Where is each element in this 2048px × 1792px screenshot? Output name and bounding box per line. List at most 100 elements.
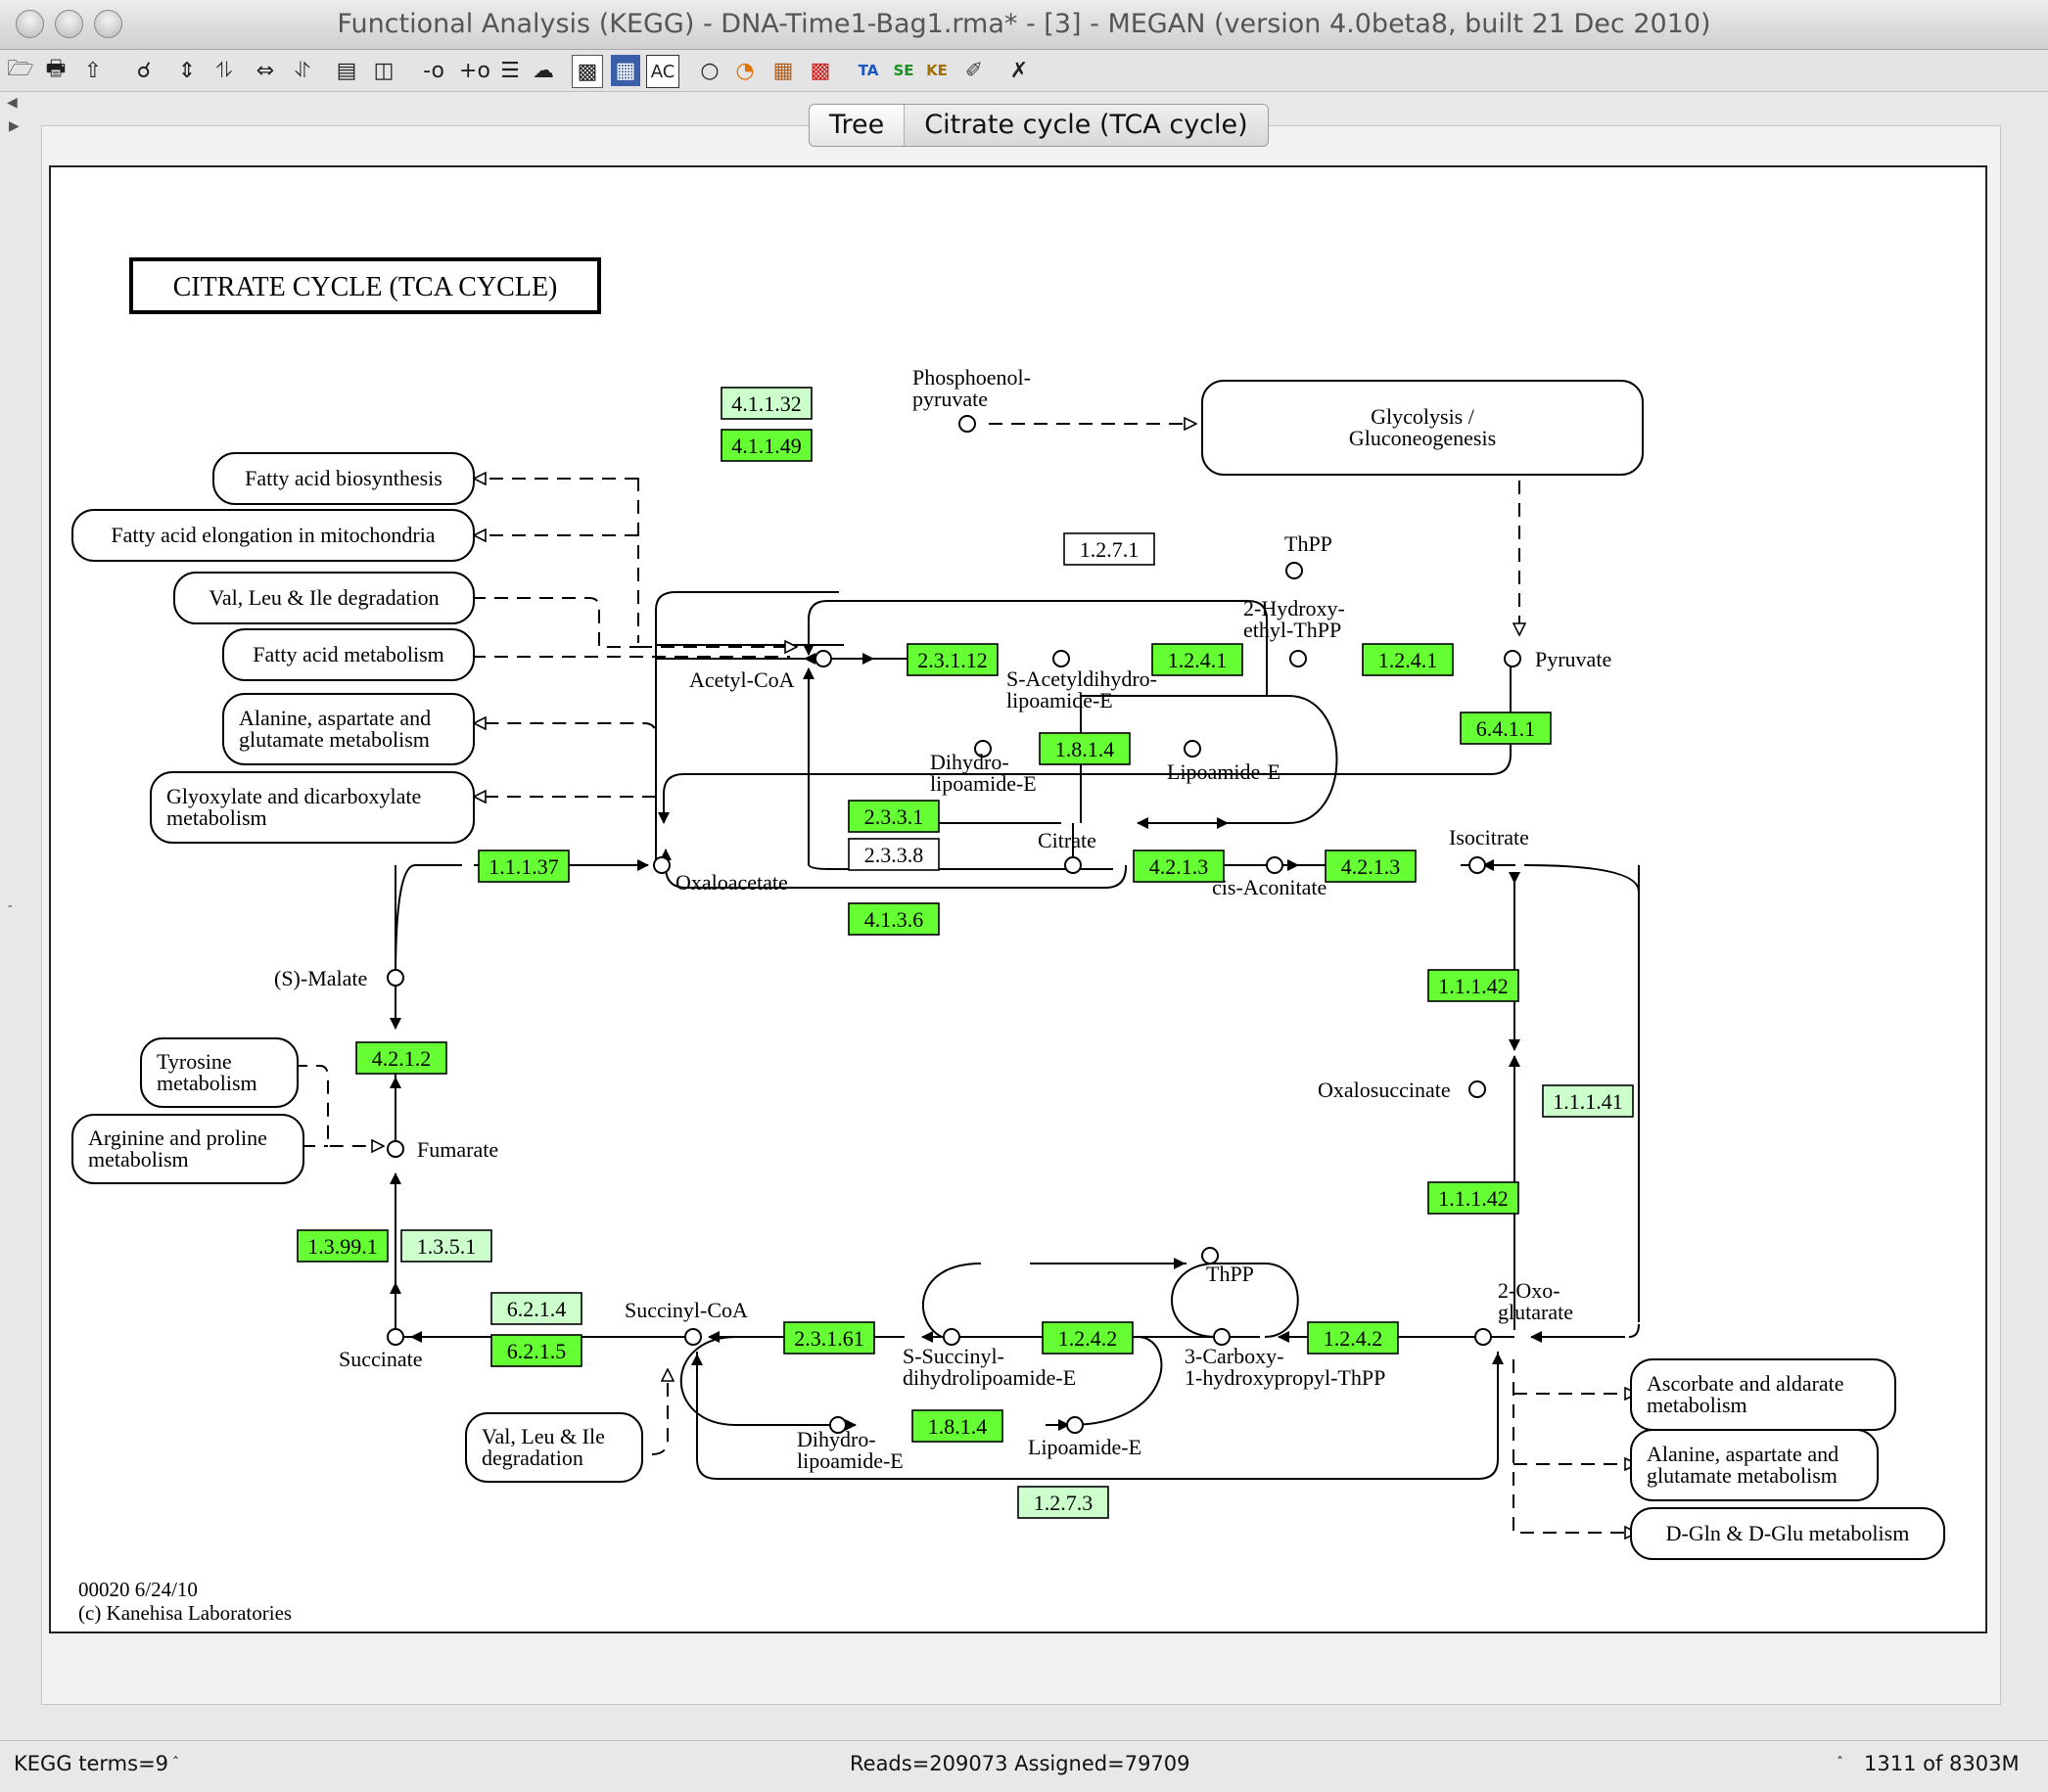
compound-dihydro2[interactable]: Dihydro-lipoamide-E bbox=[797, 1416, 904, 1473]
enzyme-1814a[interactable]: 1.8.1.4 bbox=[1039, 732, 1131, 765]
compound-fumarate[interactable]: Fumarate bbox=[387, 1137, 498, 1162]
compound-cisacon[interactable]: cis-Aconitate bbox=[1212, 856, 1327, 899]
enzyme-2338[interactable]: 2.3.3.8 bbox=[848, 838, 940, 871]
find-icon[interactable]: ☌ bbox=[136, 58, 152, 83]
expand-horizontal-icon[interactable]: ⇔ bbox=[256, 58, 275, 83]
memory-menu-icon[interactable]: ˆ bbox=[1837, 1756, 1843, 1771]
kegg-icon[interactable]: KE bbox=[926, 62, 948, 79]
compound-node[interactable] bbox=[974, 740, 992, 758]
compound-node[interactable] bbox=[1266, 856, 1283, 874]
enzyme-6411[interactable]: 6.4.1.1 bbox=[1460, 712, 1552, 745]
compound-citrate[interactable]: Citrate bbox=[1038, 828, 1096, 874]
bar-chart-icon[interactable]: ▩ bbox=[572, 55, 603, 88]
collapse-up-icon[interactable]: ◀ bbox=[7, 94, 18, 110]
enzyme-1241b[interactable]: 1.2.4.1 bbox=[1362, 643, 1454, 676]
compound-node[interactable] bbox=[958, 415, 976, 433]
expand-vertical-icon[interactable]: ⇕ bbox=[177, 58, 197, 83]
pathway-vli1[interactable]: Val, Leu & Ile degradation bbox=[173, 572, 475, 624]
enzyme-11142b[interactable]: 1.1.1.42 bbox=[1427, 1181, 1519, 1215]
compound-malate[interactable]: (S)-Malate bbox=[274, 966, 404, 990]
enzyme-41149[interactable]: 4.1.1.49 bbox=[721, 429, 813, 462]
compound-carboxy[interactable]: 3-Carboxy-1-hydroxypropyl-ThPP bbox=[1185, 1328, 1385, 1390]
enzyme-1242a[interactable]: 1.2.4.2 bbox=[1042, 1321, 1134, 1355]
divider-handle-icon[interactable]: ˆ bbox=[8, 902, 13, 918]
compound-node[interactable] bbox=[829, 1416, 847, 1434]
uncollapse-node-icon[interactable]: +o bbox=[459, 58, 490, 83]
zoom-window-button[interactable] bbox=[94, 10, 122, 38]
collapse-node-icon[interactable]: -o bbox=[423, 58, 444, 83]
tab-citrate-cycle[interactable]: Citrate cycle (TCA cycle) bbox=[904, 105, 1268, 146]
compound-oxalosucc[interactable]: Oxalosuccinate bbox=[1318, 1078, 1486, 1102]
compound-node[interactable] bbox=[1474, 1328, 1492, 1346]
export-icon[interactable]: ⇧ bbox=[83, 58, 103, 83]
pie-chart-icon[interactable]: ◔ bbox=[735, 58, 755, 83]
pathway-fa-met[interactable]: Fatty acid metabolism bbox=[222, 628, 475, 681]
pathway-fa-elong[interactable]: Fatty acid elongation in mitochondria bbox=[71, 509, 475, 562]
tab-tree[interactable]: Tree bbox=[829, 110, 885, 140]
compound-ssucc[interactable]: S-Succinyl-dihydrolipoamide-E bbox=[903, 1328, 1076, 1390]
enzyme-4136[interactable]: 4.1.3.6 bbox=[848, 902, 940, 936]
compound-node[interactable] bbox=[1468, 1080, 1486, 1098]
network-icon[interactable]: ✗ bbox=[1009, 58, 1029, 83]
compound-acetylcoa[interactable]: Acetyl-CoA bbox=[689, 650, 832, 692]
status-left-menu-icon[interactable]: ˆ bbox=[172, 1756, 179, 1771]
pathway-glycolysis[interactable]: Glycolysis /Gluconeogenesis bbox=[1201, 380, 1644, 476]
compound-node[interactable] bbox=[1213, 1328, 1231, 1346]
compound-isocitrate[interactable]: Isocitrate bbox=[1449, 825, 1529, 874]
compound-dihydro1[interactable]: Dihydro-lipoamide-E bbox=[930, 740, 1037, 796]
compound-succinate[interactable]: Succinate bbox=[339, 1328, 423, 1371]
compound-node[interactable] bbox=[684, 1328, 702, 1346]
compound-node[interactable] bbox=[1052, 650, 1070, 667]
compound-hydroxyethyl[interactable]: 2-Hydroxy-ethyl-ThPP bbox=[1243, 596, 1345, 667]
enzyme-11142a[interactable]: 1.1.1.42 bbox=[1427, 969, 1519, 1002]
contract-vertical-icon[interactable]: ⥮ bbox=[216, 58, 232, 83]
compound-node[interactable] bbox=[943, 1328, 960, 1346]
color-bar-icon[interactable]: ▩ bbox=[810, 58, 831, 83]
minimize-window-button[interactable] bbox=[55, 10, 83, 38]
heatmap-chart-icon[interactable]: ▦ bbox=[611, 55, 640, 86]
compound-node[interactable] bbox=[1184, 740, 1201, 758]
compound-pep[interactable]: Phosphoenol-pyruvate bbox=[912, 365, 1031, 433]
enzyme-1241a[interactable]: 1.2.4.1 bbox=[1151, 643, 1243, 676]
enzyme-1814b[interactable]: 1.8.1.4 bbox=[911, 1409, 1003, 1443]
compound-node[interactable] bbox=[387, 1328, 404, 1346]
compound-oxaloacetate[interactable]: Oxaloacetate bbox=[653, 856, 788, 895]
enzyme-6215[interactable]: 6.2.1.5 bbox=[490, 1334, 582, 1367]
pathway-dgln[interactable]: D-Gln & D-Glu metabolism bbox=[1630, 1507, 1945, 1560]
compound-thpp2[interactable]: ThPP bbox=[1201, 1247, 1254, 1286]
enzyme-11137[interactable]: 1.1.1.37 bbox=[478, 850, 570, 883]
enzyme-1271[interactable]: 1.2.7.1 bbox=[1063, 532, 1155, 566]
compound-lipo1[interactable]: Lipoamide-E bbox=[1167, 740, 1280, 784]
enzyme-23112[interactable]: 2.3.1.12 bbox=[907, 643, 999, 676]
contract-horizontal-icon[interactable]: ⥯ bbox=[294, 58, 311, 83]
compound-node[interactable] bbox=[387, 969, 404, 987]
inspector-icon[interactable]: ✐ bbox=[964, 58, 984, 83]
compound-node[interactable] bbox=[815, 650, 832, 667]
compound-node[interactable] bbox=[1064, 856, 1082, 874]
enzyme-23161[interactable]: 2.3.1.61 bbox=[783, 1321, 875, 1355]
enzyme-41132[interactable]: 4.1.1.32 bbox=[721, 387, 813, 420]
enzyme-11141[interactable]: 1.1.1.41 bbox=[1542, 1084, 1634, 1118]
enzyme-4213b[interactable]: 4.2.1.3 bbox=[1325, 850, 1417, 883]
compound-pyruvate[interactable]: Pyruvate bbox=[1504, 647, 1611, 671]
seed-icon[interactable]: SE bbox=[893, 62, 914, 79]
fit-width-icon[interactable]: ◫ bbox=[373, 58, 395, 83]
enzyme-2331[interactable]: 2.3.3.1 bbox=[848, 800, 940, 833]
compound-thpp1[interactable]: ThPP bbox=[1284, 531, 1332, 579]
circle-node-icon[interactable]: ○ bbox=[700, 58, 720, 83]
enzyme-4212[interactable]: 4.2.1.2 bbox=[355, 1041, 447, 1075]
enzyme-1273[interactable]: 1.2.7.3 bbox=[1017, 1486, 1109, 1519]
print-icon[interactable]: 🖶 bbox=[45, 57, 67, 81]
compound-succoa[interactable]: Succinyl-CoA bbox=[625, 1298, 748, 1346]
compound-node[interactable] bbox=[1468, 856, 1486, 874]
compound-node[interactable] bbox=[1201, 1247, 1219, 1264]
pathway-fa-bio[interactable]: Fatty acid biosynthesis bbox=[212, 452, 475, 505]
compound-node[interactable] bbox=[1066, 1416, 1084, 1434]
node-layout-icon[interactable]: ☁ bbox=[533, 58, 554, 83]
enzyme-1242b[interactable]: 1.2.4.2 bbox=[1307, 1321, 1399, 1355]
fit-height-icon[interactable]: ▤ bbox=[336, 58, 357, 83]
